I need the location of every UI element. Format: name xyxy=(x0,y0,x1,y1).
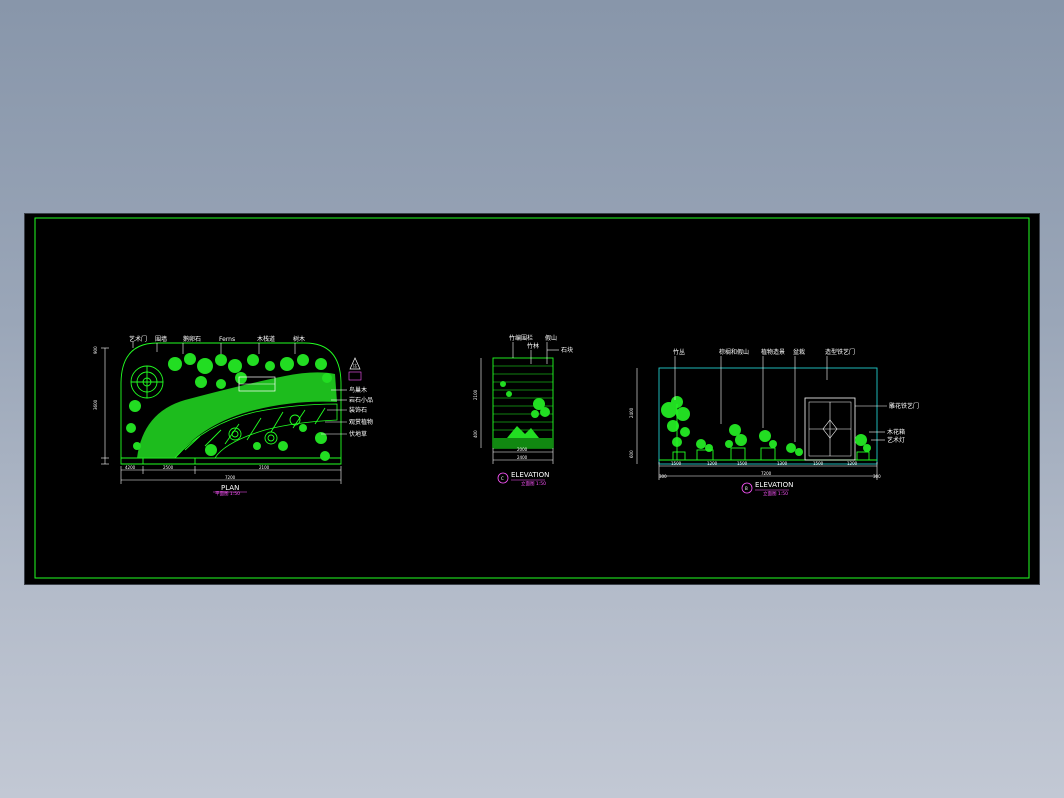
plan-dim-2: 2100 xyxy=(259,465,270,470)
elev1-dim-1: 2400 xyxy=(517,455,528,460)
cad-drawing-sheet: 艺术门 围墙 鹅卵石 Ferns 木栈道 树木 比 鸟巢木 岩石小品 装饰石 观… xyxy=(25,214,1039,584)
plan-scale-mark: 比 xyxy=(353,362,357,368)
elev2-dim-2: 1500 xyxy=(737,461,748,466)
plan-vdim-0: 900 xyxy=(93,346,98,354)
elevation-c-view: 2000 2400 2100 400 竹编围栏 竹林 假山 石块 C ELEVA… xyxy=(473,334,573,487)
elev1-dim-0: 2000 xyxy=(517,447,528,452)
plan-vdim-1: 3600 xyxy=(93,399,98,410)
elev1-label-1: 竹林 xyxy=(527,342,539,350)
elev2-label-3: 盆栽 xyxy=(793,348,805,356)
elev2-right-label-1: 木花箱 xyxy=(887,428,905,436)
elev1-label-0: 竹编围栏 xyxy=(509,334,533,342)
cad-canvas: 艺术门 围墙 鹅卵石 Ferns 木栈道 树木 比 鸟巢木 岩石小品 装饰石 观… xyxy=(34,217,1030,579)
plan-right-label-4: 伏地草 xyxy=(349,430,367,438)
elev2-label-4: 造型铁艺门 xyxy=(825,348,855,356)
elev2-dim-8: 300 xyxy=(873,474,881,479)
elev2-vdim-1: 600 xyxy=(629,450,634,458)
elev1-vdim-1: 400 xyxy=(473,430,478,438)
elev2-marker-icon xyxy=(741,482,753,494)
elev2-label-0: 竹丛 xyxy=(673,348,685,356)
elev2-dim-0: 1500 xyxy=(671,461,682,466)
plan-right-label-0: 鸟巢木 xyxy=(349,386,367,394)
elev2-subtitle: 立面图 1:50 xyxy=(763,490,788,497)
plan-subtitle: 平面图 1:50 xyxy=(215,491,240,497)
elev2-dim-7: 300 xyxy=(659,474,667,479)
elev1-marker: C xyxy=(501,476,504,481)
elev1-label-3: 石块 xyxy=(561,346,573,354)
plan-view: 艺术门 围墙 鹅卵石 Ferns 木栈道 树木 比 鸟巢木 岩石小品 装饰石 观… xyxy=(93,335,373,497)
elev2-right-label-0: 雕花铁艺门 xyxy=(889,402,919,410)
plan-label-4: 木栈道 xyxy=(257,335,275,343)
elev2-dim-5: 1200 xyxy=(847,461,858,466)
elev2-dim-6: 7200 xyxy=(761,471,772,476)
elev2-marker: B xyxy=(745,486,748,491)
plan-label-1: 围墙 xyxy=(155,335,167,343)
plan-right-label-1: 岩石小品 xyxy=(349,396,373,404)
north-arrow-icon xyxy=(349,357,361,370)
plan-label-3: Ferns xyxy=(219,336,235,343)
elev1-subtitle: 立面图 1:50 xyxy=(521,480,546,487)
elev2-dim-1: 1200 xyxy=(707,461,718,466)
elev2-right-label-2: 艺术灯 xyxy=(887,436,905,444)
elev1-vdim-0: 2100 xyxy=(473,389,478,400)
plan-dim-0: 4200 xyxy=(125,465,136,470)
plan-label-0: 艺术门 xyxy=(129,335,147,343)
plan-label-2: 鹅卵石 xyxy=(183,335,201,343)
elevation-b-view: 竹丛 棕榈和假山 植物造景 盆栽 造型铁艺门 雕花铁艺门 木花箱 艺术灯 150… xyxy=(629,348,919,497)
plan-title: PLAN xyxy=(221,484,239,492)
elev1-marker-icon xyxy=(497,472,509,484)
drawing-border xyxy=(34,217,1030,579)
elev2-dim-4: 1500 xyxy=(813,461,824,466)
elev2-dim-3: 1300 xyxy=(777,461,788,466)
elev1-label-2: 假山 xyxy=(545,334,557,342)
plan-label-5: 树木 xyxy=(293,335,305,343)
plan-dim-5: 7200 xyxy=(225,475,236,480)
elev2-title: ELEVATION xyxy=(755,481,793,489)
plan-dim-1: 2500 xyxy=(163,465,174,470)
plan-right-label-3: 观赏植物 xyxy=(349,418,373,426)
elev2-vdim-0: 2400 xyxy=(629,407,634,418)
elev2-label-2: 植物造景 xyxy=(761,348,785,356)
plan-right-label-2: 装饰石 xyxy=(349,406,367,414)
elev1-title: ELEVATION xyxy=(511,471,549,479)
elev2-label-1: 棕榈和假山 xyxy=(719,348,749,356)
